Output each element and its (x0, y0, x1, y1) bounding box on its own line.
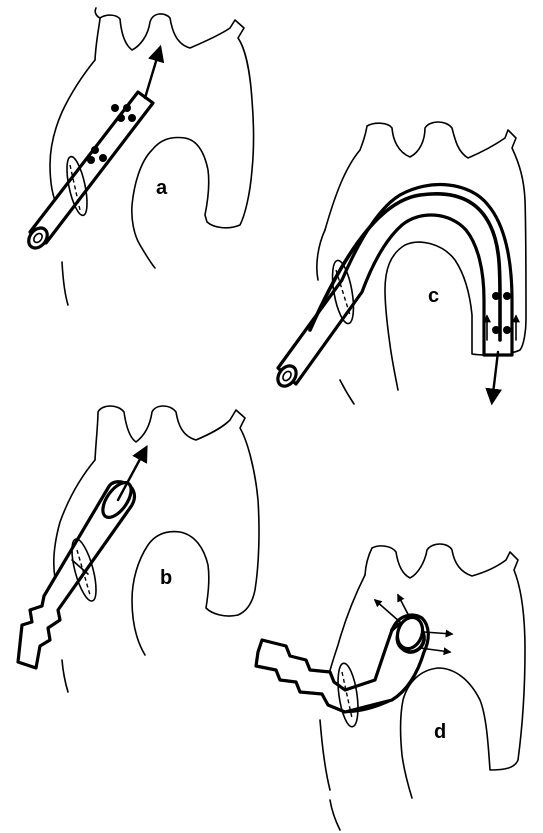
cannula-c (274, 185, 516, 390)
panel-b: b (18, 406, 259, 692)
flow-arrow-a (145, 48, 160, 98)
panel-label-b: b (160, 567, 172, 589)
panel-a: a (25, 8, 254, 305)
cannula-b (18, 478, 137, 668)
panel-label-d: d (434, 721, 446, 743)
cannula-d (256, 614, 428, 712)
aortic-arch-outline (50, 8, 254, 305)
panel-c: c (274, 122, 526, 404)
panel-label-a: a (156, 177, 168, 199)
flow-arrow-c (492, 352, 498, 402)
panel-label-c: c (428, 285, 439, 307)
panel-d: d (256, 544, 525, 830)
